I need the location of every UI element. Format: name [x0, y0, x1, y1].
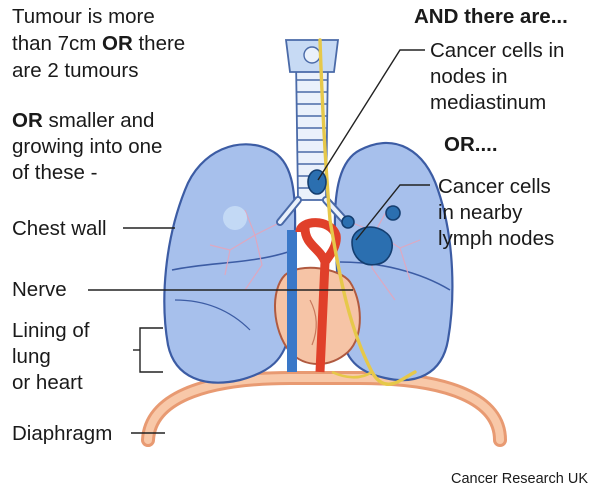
lymph-line-2: in nearby	[438, 200, 522, 225]
lymph-node-small	[342, 216, 354, 228]
criteria-line-6: of these -	[12, 160, 97, 185]
lining-label-2: lung	[12, 344, 51, 369]
credit: Cancer Research UK	[451, 471, 588, 487]
lymph-line-1: Cancer cells	[438, 174, 551, 199]
criteria-line-3: are 2 tumours	[12, 58, 138, 83]
chest-wall-label: Chest wall	[12, 216, 107, 241]
criteria-line-4: OR smaller and	[12, 108, 154, 133]
mediastinum-line-3: mediastinum	[430, 90, 546, 115]
mediastinal-node	[308, 170, 326, 194]
or-heading: OR....	[444, 132, 498, 157]
lining-label-1: Lining of	[12, 318, 90, 343]
lymph-line-3: lymph nodes	[438, 226, 554, 251]
mediastinum-line-1: Cancer cells in	[430, 38, 564, 63]
lining-label-3: or heart	[12, 370, 83, 395]
criteria-line-5: growing into one	[12, 134, 162, 159]
lining-bracket	[140, 328, 163, 372]
lymph-node-cluster	[352, 227, 392, 265]
and-there-are-heading: AND there are...	[414, 4, 568, 29]
diaphragm-label: Diaphragm	[12, 421, 112, 446]
criteria-line-2: than 7cm OR there	[12, 31, 185, 56]
larynx	[286, 40, 338, 72]
lymph-node-satellite	[386, 206, 400, 220]
nerve-label: Nerve	[12, 277, 67, 302]
criteria-line-1: Tumour is more	[12, 4, 155, 29]
left-lung	[164, 144, 295, 382]
mediastinum-line-2: nodes in	[430, 64, 508, 89]
